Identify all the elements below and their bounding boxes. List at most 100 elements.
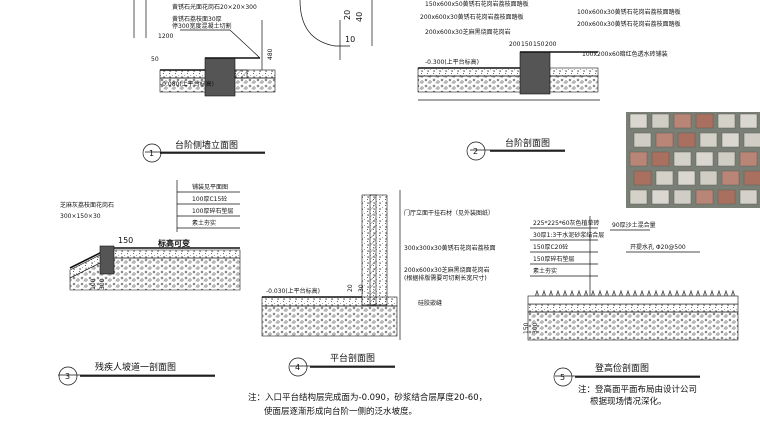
section-3-drawing: 铺装见平面图 100厚C15砼 100厚碎石垫层 素土夯实 芝麻灰荔枝面花岗石 … [58, 180, 241, 386]
section-5-layer-5: 素土夯实 [533, 267, 557, 275]
paver-block [651, 189, 670, 205]
paver-block [673, 113, 692, 129]
section-3-title: 残疾人坡道一剖面图 [95, 361, 176, 373]
section-5-drawing: 225*225*60灰色植草砖 30厚1:3干水泥砂浆结合层 150厚C20砼 … [523, 216, 739, 407]
paver-block [717, 189, 736, 205]
paver-block [673, 189, 692, 205]
grass-tuft [646, 290, 652, 297]
section-2-dim-4: 200 [545, 41, 557, 48]
grass-tuft [709, 290, 715, 297]
grass-tuft [660, 290, 666, 297]
section-2-dim-1: 200 [509, 41, 521, 48]
bottom-note-1: 注：入口平台结构层完成面为-0.090，砂浆结合层厚度20-60， [248, 392, 487, 403]
paver-block [717, 151, 736, 167]
paver-block [717, 113, 736, 129]
grass-tuft [695, 290, 701, 297]
section-3-number: 3 [65, 372, 70, 381]
section-2-label-left-3: 200x600x30芝麻黑烧面花岗岩 [425, 28, 511, 36]
grass-tuft [562, 290, 568, 297]
section-1-title: 台阶侧墙立面图 [175, 139, 238, 151]
grass-tuft [653, 290, 659, 297]
paver-block [651, 113, 670, 129]
section-2-number-circle [466, 141, 486, 161]
section-5-layer-3: 150厚C20砼 [533, 243, 568, 251]
section-2-label-left-1: 150x600x50黄锈石花岗岩荔枝面踏板 [425, 0, 529, 8]
grass-tuft [674, 290, 680, 297]
section-3-dim-300: 300 [99, 278, 106, 290]
section-1-label-4: 1200 [158, 33, 173, 40]
section-2-label-right-2: 200x600x30黄锈石花岗岩荔枝面踏板 [577, 20, 681, 28]
paver-block [699, 170, 718, 186]
grass-tuft [569, 290, 575, 297]
section-4-level: -0.030(上平台标高) [266, 287, 320, 295]
section-5-dim-150: 150 [523, 322, 530, 334]
grass-tuft [730, 290, 736, 297]
paver-block [699, 132, 718, 148]
section-1-dim-10: 10 [345, 35, 355, 44]
paver-block [651, 151, 670, 167]
grass-tuft [702, 290, 708, 297]
section-3-dim-150: 150 [118, 236, 133, 245]
paver-block [629, 113, 648, 129]
section-4-dim-30: 30 [358, 284, 365, 292]
section-5-layer-2: 30厚1:3干水泥砂浆结合层 [533, 231, 604, 239]
grass-tuft [723, 290, 729, 297]
paver-block [739, 113, 758, 129]
grass-tuft [667, 290, 673, 297]
paver-block [695, 189, 714, 205]
bottom-note-2: 使面层逐渐形成向台阶一侧的泛水坡度。 [264, 406, 417, 417]
section-4-dim-20: 20 [347, 284, 354, 292]
grass-tuft [611, 290, 617, 297]
section-3-layer-4: 素土夯实 [192, 219, 216, 227]
section-4-label-1: 门厅立面干挂石材（见外装图纸） [404, 209, 494, 217]
grass-tuft [688, 290, 694, 297]
section-4-label-2: 300x300x30黄锈石花岗岩荔枝面 [404, 244, 496, 252]
section-5-title: 登高俭剖面图 [595, 362, 649, 374]
section-2-level: -0.300(上平台标高) [425, 58, 479, 66]
section-3-layer-1: 铺装见平面图 [192, 183, 228, 191]
section-5-right-2: 开提水孔 Φ20@500 [630, 243, 686, 251]
section-2-drawing: 150x600x50黄锈石花岗岩荔枝面踏板 200x600x30黄锈石花岗岩荔枝… [417, 0, 681, 161]
paver-block [743, 170, 760, 186]
section-5-note-2: 根据现场情况深化。 [590, 396, 667, 407]
section-1-number: 1 [149, 149, 154, 158]
paver-block [721, 170, 740, 186]
section-1-dim-20: 20 [343, 10, 352, 20]
section-4-drawing: -0.030(上平台标高) 门厅立面干挂石材（见外装图纸） 300x300x30… [261, 190, 496, 377]
paver-block [655, 132, 674, 148]
section-5-dim-300: 300 [532, 322, 539, 334]
paver-block [633, 132, 652, 148]
section-3-dim-100: 100 [90, 278, 97, 290]
section-1-level: -0.080(上平台标高) [160, 80, 214, 88]
paver-block [695, 151, 714, 167]
paver-block [677, 132, 696, 148]
grass-tuft [597, 290, 603, 297]
grass-tuft [639, 290, 645, 297]
paver-block [629, 151, 648, 167]
section-3-layer-3: 100厚碎石垫层 [192, 207, 233, 215]
grass-tuft [541, 290, 547, 297]
section-4-label-3: 200x600x30芝麻黑烧面花岗岩 [404, 266, 490, 274]
grass-tuft [576, 290, 582, 297]
grass-tuft [716, 290, 722, 297]
section-1-label-1: 黄锈石光面花岗石20×20×300 [172, 3, 257, 11]
section-5-layer-4: 150厚碎石垫层 [533, 255, 574, 263]
grass-tuft [625, 290, 631, 297]
section-2-number: 2 [473, 147, 478, 156]
grass-tuft [590, 290, 596, 297]
section-4-label-4: (根据排版需要可切割长宽尺寸) [404, 274, 487, 282]
section-5-right-1: 90厚沙土混合量 [612, 221, 656, 229]
section-4-label-5: 硅胶嵌缝 [418, 299, 442, 307]
section-1-number-circle [142, 143, 162, 163]
section-2-label-right-3: 100x200x60暗红色透水砖铺装 [582, 50, 668, 58]
grass-tuft [681, 290, 687, 297]
section-2-dim-2: 150 [521, 41, 533, 48]
paver-block [739, 189, 758, 205]
paver-photo [626, 112, 760, 208]
section-5-number: 5 [560, 373, 565, 382]
section-4-number: 4 [295, 363, 300, 372]
section-5-layer-1: 225*225*60灰色植草砖 [533, 219, 600, 227]
section-4-number-circle [288, 357, 308, 377]
svg-text:480: 480 [267, 48, 274, 60]
